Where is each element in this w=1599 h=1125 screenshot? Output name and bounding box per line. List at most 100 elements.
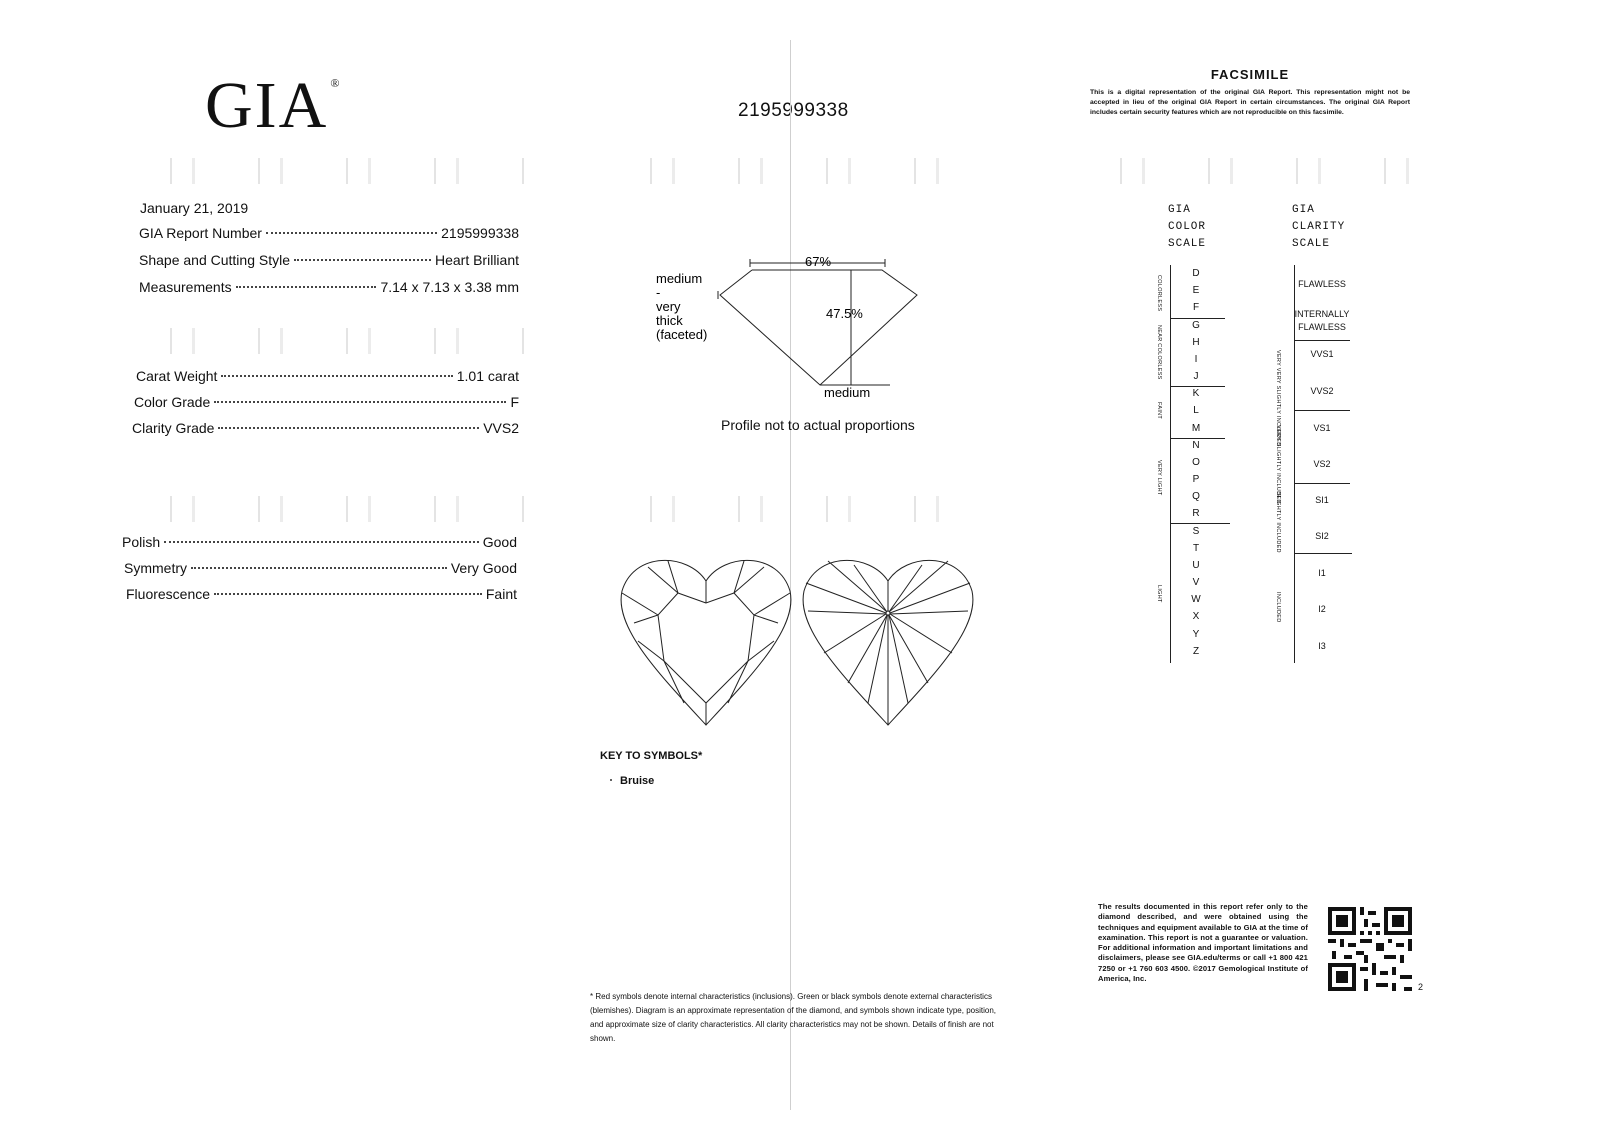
security-strip — [140, 158, 540, 184]
color-group-label: NEAR COLORLESS — [1156, 325, 1162, 380]
clarity-grade-row: Clarity Grade VVS2 — [132, 420, 519, 436]
row-value: VVS2 — [483, 420, 519, 436]
color-letter: F — [1192, 302, 1200, 314]
report-number-row: GIA Report Number 2195999338 — [139, 225, 519, 241]
security-strip — [140, 328, 540, 354]
clarity-grade: I3 — [1318, 641, 1326, 651]
color-letter: P — [1192, 474, 1200, 486]
row-label: Color Grade — [134, 394, 211, 410]
facsimile-disclaimer: This is a digital representation of the … — [1090, 89, 1410, 116]
color-group-label: FAINT — [1156, 402, 1162, 420]
polish-row: Polish Good — [122, 534, 517, 550]
plot-diagram — [620, 560, 974, 726]
registered-mark: ® — [330, 76, 342, 90]
color-letter: O — [1192, 456, 1200, 468]
row-label: GIA Report Number — [139, 225, 262, 241]
clarity-scale-bar — [1294, 265, 1355, 663]
color-group-label: COLORLESS — [1156, 275, 1162, 312]
heading-line: SCALE — [1168, 238, 1207, 250]
clarity-grade: VS2 — [1313, 459, 1331, 469]
color-letter: W — [1191, 594, 1201, 606]
heading-line: GIA — [1292, 204, 1315, 216]
color-letter: V — [1192, 577, 1200, 589]
carat-row: Carat Weight 1.01 carat — [136, 368, 519, 384]
row-value: Very Good — [450, 560, 517, 576]
security-strip — [620, 158, 1000, 184]
shape-row: Shape and Cutting Style Heart Brilliant — [139, 252, 519, 268]
row-value: Heart Brilliant — [434, 252, 519, 268]
row-value: 7.14 x 7.13 x 3.38 mm — [380, 279, 519, 295]
results-disclaimer: The results documented in this report re… — [1098, 902, 1308, 984]
row-label: Clarity Grade — [132, 420, 215, 436]
color-grade-row: Color Grade F — [134, 394, 519, 410]
row-label: Shape and Cutting Style — [139, 252, 290, 268]
girdle-label: (faceted) — [656, 327, 707, 342]
key-item-bruise: Bruise — [620, 775, 655, 787]
color-letter: G — [1192, 319, 1200, 331]
color-letter: K — [1192, 388, 1200, 400]
table-percent: 67% — [805, 254, 831, 269]
clarity-group-label: SLIGHTLY INCLUDED — [1275, 492, 1281, 553]
symmetry-row: Symmetry Very Good — [124, 560, 517, 576]
clarity-grade: FLAWLESS — [1298, 279, 1346, 289]
color-scale-heading: GIA COLOR SCALE — [1168, 202, 1206, 253]
measurements-row: Measurements 7.14 x 7.13 x 3.38 mm — [139, 279, 519, 295]
girdle-label: very — [656, 299, 681, 314]
profile-note: Profile not to actual proportions — [721, 417, 915, 433]
color-letter: D — [1192, 268, 1200, 279]
color-letter: J — [1193, 371, 1199, 383]
report-date: January 21, 2019 — [140, 200, 249, 216]
clarity-grade: INTERNALLY FLAWLESS — [1294, 309, 1350, 332]
row-label: Polish — [122, 534, 161, 550]
color-letter: R — [1192, 508, 1200, 520]
row-label: Measurements — [139, 279, 232, 295]
culet-label: medium — [824, 385, 870, 400]
color-scale-bar — [1170, 265, 1231, 663]
facsimile-title: FACSIMILE — [1210, 67, 1290, 82]
color-letter: E — [1192, 285, 1200, 297]
heading-line: COLOR — [1168, 221, 1207, 233]
color-group-label: VERY LIGHT — [1156, 460, 1162, 496]
color-letter: M — [1191, 422, 1201, 434]
girdle-label: medium — [656, 271, 702, 286]
girdle-label: thick — [656, 313, 683, 328]
color-letter: I — [1194, 353, 1198, 365]
clarity-grade: SI1 — [1315, 495, 1329, 505]
color-letter: Q — [1192, 491, 1200, 503]
bruise-symbol — [610, 779, 612, 781]
page-number: 2 — [1418, 982, 1424, 992]
clarity-grade: I1 — [1318, 568, 1326, 578]
row-value: F — [510, 394, 519, 410]
color-letter: Y — [1192, 628, 1200, 640]
color-letter: U — [1192, 559, 1200, 571]
heading-line: GIA — [1168, 204, 1191, 216]
color-letter: Z — [1192, 645, 1200, 657]
logo-text: GIA — [205, 69, 329, 142]
color-letter: H — [1192, 336, 1200, 348]
symbols-footnote: * Red symbols denote internal characteri… — [590, 992, 996, 1043]
depth-percent: 47.5% — [826, 306, 863, 321]
clarity-grade: VVS1 — [1310, 349, 1334, 359]
color-letter: T — [1192, 542, 1200, 554]
row-value: Good — [482, 534, 517, 550]
color-letter: N — [1192, 439, 1200, 451]
security-strip — [620, 496, 1000, 522]
clarity-grade: VS1 — [1313, 423, 1331, 433]
row-value: 2195999338 — [441, 225, 519, 241]
clarity-scale-heading: GIA CLARITY SCALE — [1292, 202, 1345, 253]
fold-line — [790, 40, 791, 1110]
heading-line: SCALE — [1292, 238, 1331, 250]
report-number-header: 2195999338 — [738, 100, 849, 121]
gia-logo: GIA® — [205, 68, 339, 144]
clarity-group-label: INCLUDED — [1275, 592, 1281, 623]
row-label: Carat Weight — [136, 368, 218, 384]
row-value: 1.01 carat — [456, 368, 519, 384]
row-label: Symmetry — [124, 560, 187, 576]
color-letter: L — [1193, 405, 1199, 417]
color-group-label: LIGHT — [1156, 585, 1162, 603]
clarity-grade: I2 — [1318, 604, 1326, 614]
clarity-grade: SI2 — [1315, 531, 1329, 541]
qr-code[interactable] — [1328, 907, 1412, 991]
